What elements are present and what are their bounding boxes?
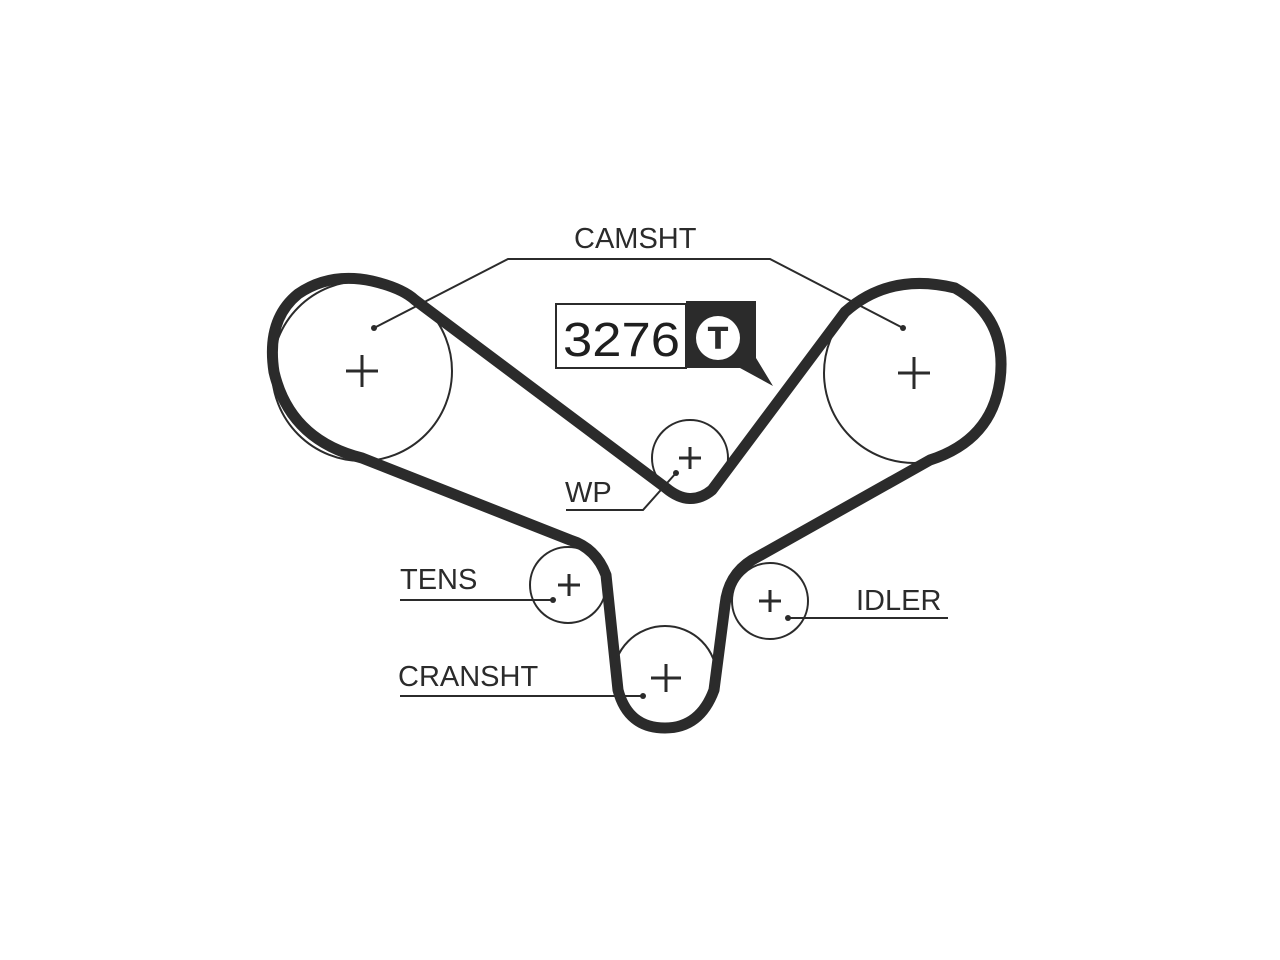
water-pump-center-cross <box>679 447 701 469</box>
right-camshaft-leader-dot <box>900 325 906 331</box>
crankshaft-leader-dot <box>640 693 646 699</box>
left-camshaft-leader-dot <box>371 325 377 331</box>
camshaft-leader-line <box>373 258 904 329</box>
badge-number-box <box>555 303 687 369</box>
idler-leader-dot <box>785 615 791 621</box>
tensioner-label: TENS <box>400 564 477 596</box>
camshaft-label: CAMSHT <box>574 223 697 255</box>
water-pump-leader-dot <box>673 470 679 476</box>
left-camshaft-center-cross <box>346 355 378 387</box>
water-pump-label: WP <box>565 477 612 509</box>
crankshaft-label: CRANSHT <box>398 661 538 693</box>
tensioner-leader-dot <box>550 597 556 603</box>
badge-letter: T <box>708 322 729 357</box>
crankshaft-center-cross <box>651 664 681 692</box>
idler-label: IDLER <box>856 585 941 617</box>
part-number-badge: 3276 T <box>555 301 773 386</box>
water-pump-leader-line <box>566 472 677 511</box>
idler-center-cross <box>759 590 781 612</box>
badge-letter-circle <box>696 316 740 360</box>
part-number-text: 3276 <box>563 314 680 367</box>
timing-belt <box>266 272 1007 734</box>
tensioner-center-cross <box>558 574 580 596</box>
idler-pulley <box>731 562 809 640</box>
right-camshaft-center-cross <box>898 357 930 389</box>
